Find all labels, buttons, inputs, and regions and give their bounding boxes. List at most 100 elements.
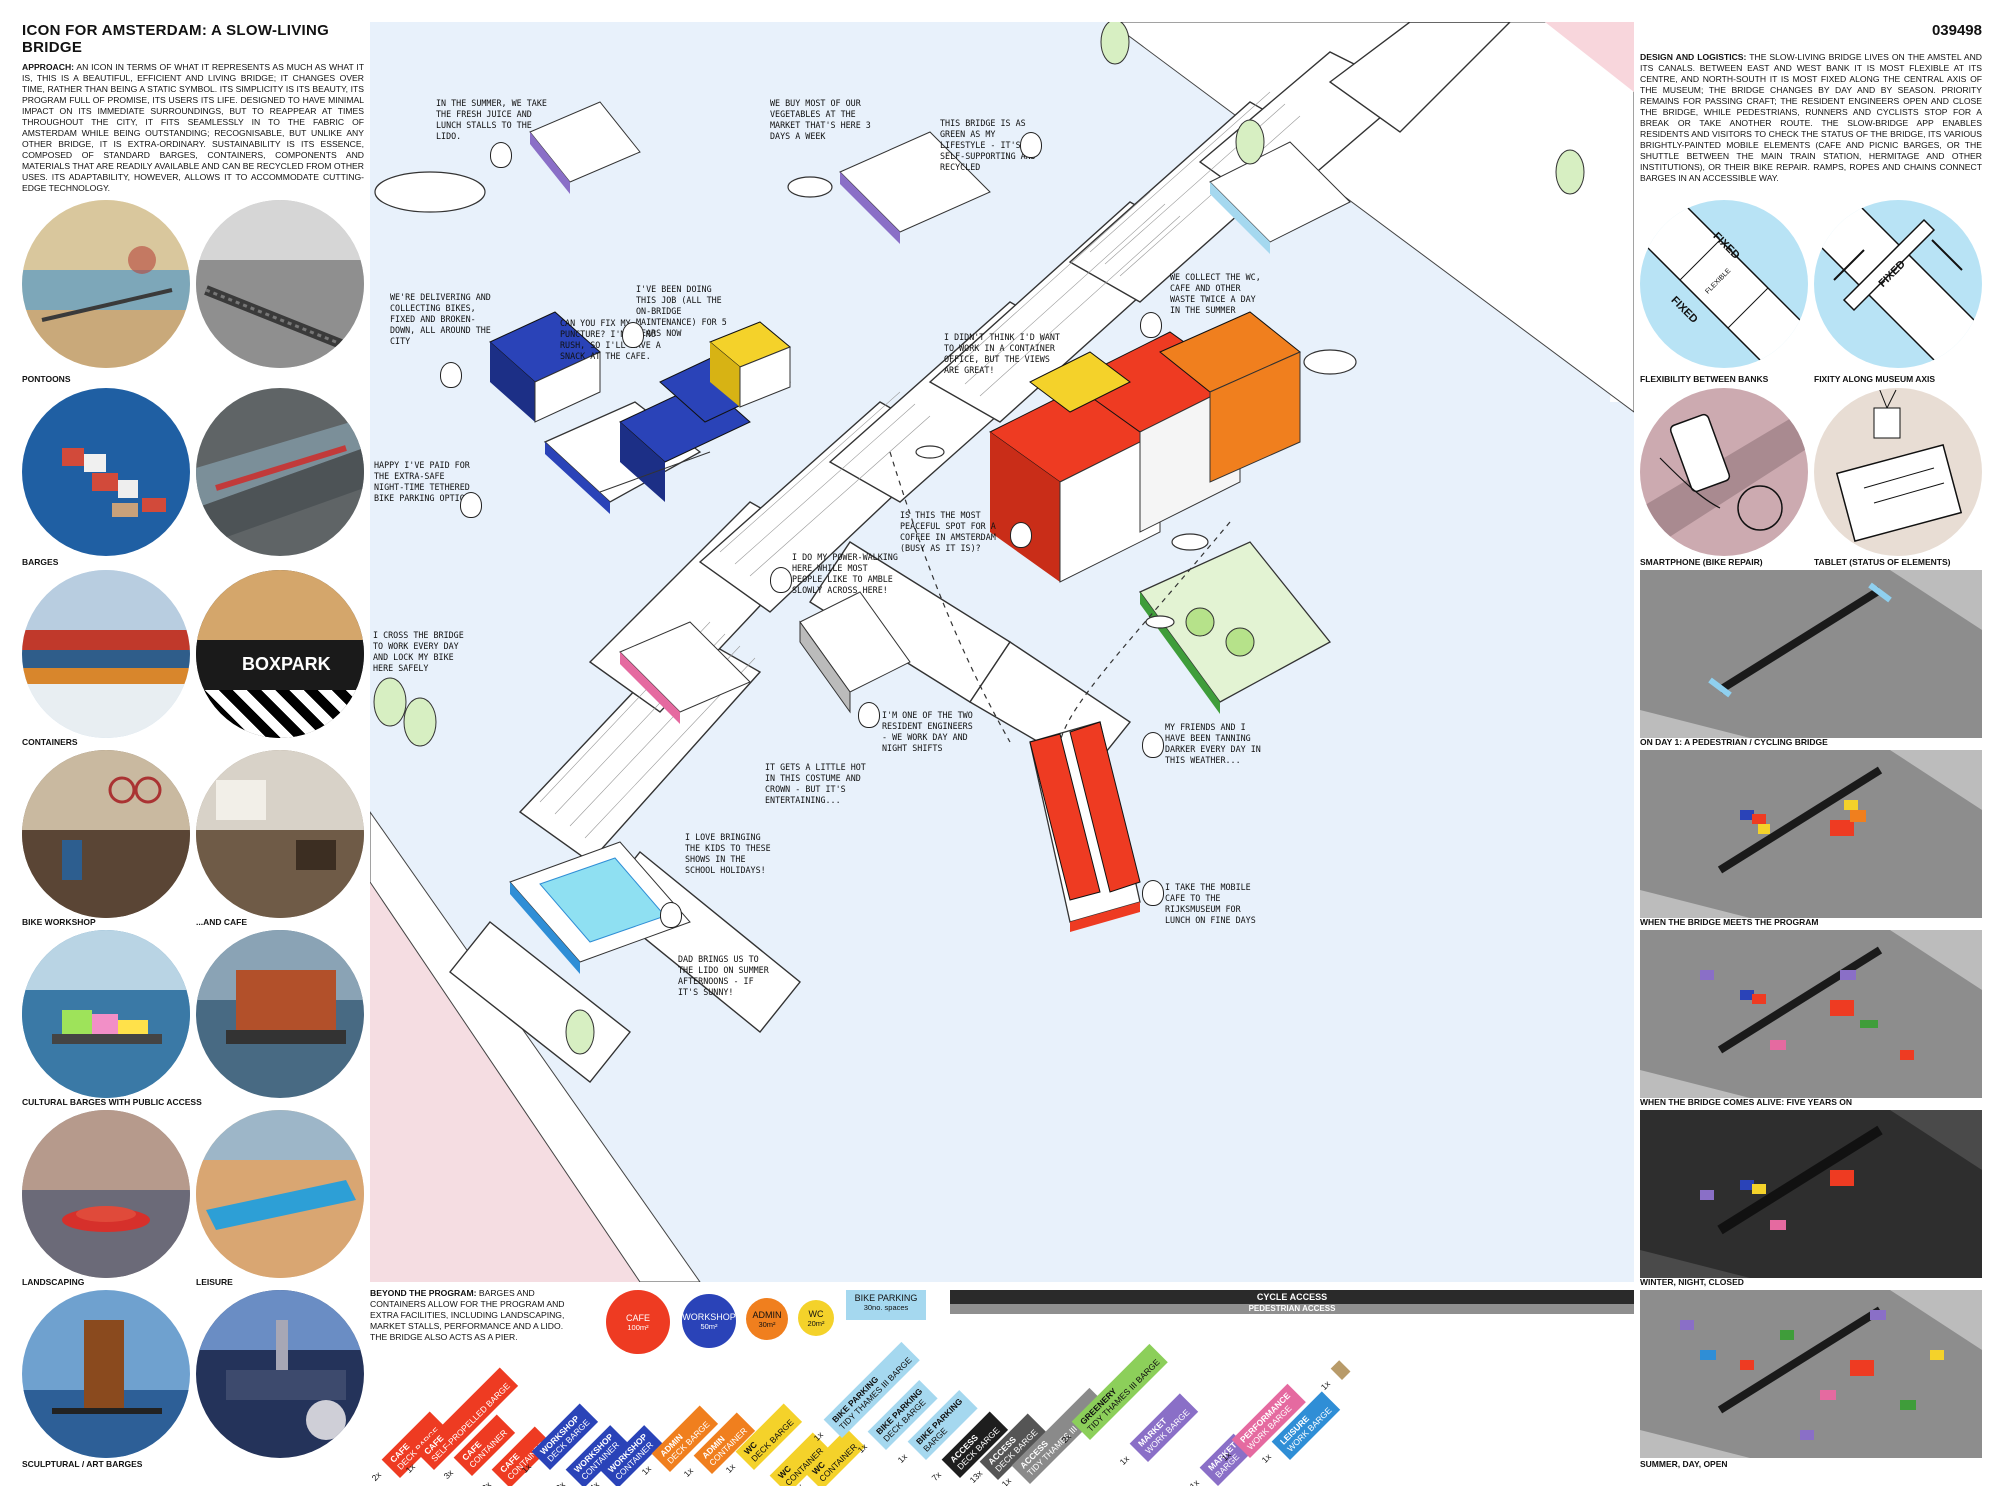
person-face (660, 902, 682, 928)
boxpark-sign: BOXPARK (242, 654, 331, 674)
mobile-cafe-barge (1029, 721, 1141, 932)
speech-bubble: IT GETS A LITTLE HOT IN THIS COSTUME AND… (765, 762, 866, 805)
label-sculptural-barges: SCULPTURAL / ART BARGES (22, 1459, 143, 1469)
speech-bubble: WE BUY MOST OF OUR VEGETABLES AT THE MAR… (770, 98, 871, 141)
performance-barge (619, 621, 751, 724)
art-barge-photo (196, 1290, 364, 1458)
beyond-heading: BEYOND THE PROGRAM: (370, 1288, 477, 1298)
pedestrian-access-bar: PEDESTRIAN ACCESS (950, 1304, 1634, 1314)
beyond-program-text: BEYOND THE PROGRAM: BARGES AND CONTAINER… (370, 1288, 580, 1343)
west-quay (370, 811, 701, 1282)
sculptural-barge-photo (22, 1290, 190, 1458)
workshop-name: WORKSHOP (682, 1311, 736, 1322)
workshop-area-circle: WORKSHOP 50m² (682, 1294, 736, 1348)
board-title: ICON FOR AMSTERDAM: A SLOW-LIVING BRIDGE (22, 22, 330, 56)
tether-line (599, 451, 711, 493)
cultural-barge-photo-2 (196, 930, 364, 1098)
person-face (440, 362, 462, 388)
label-bike-workshop: BIKE WORKSHOP (22, 917, 96, 927)
tag-count: 1x (681, 1465, 696, 1479)
tag-count: 1x (999, 1475, 1014, 1486)
person-face (1140, 312, 1162, 338)
label-leisure: LEISURE (196, 1277, 233, 1287)
leisure-photo (196, 1110, 364, 1278)
tag-count: 1x (895, 1451, 910, 1465)
speech-bubble: CAN YOU FIX MY PUNCTURE? I'M IN NO RUSH,… (560, 318, 661, 361)
cafe-photo (196, 750, 364, 918)
landscaping-photo (22, 1110, 190, 1278)
bridge-drawing-svg (370, 22, 1634, 1282)
label-stage-4: WINTER, NIGHT, CLOSED (1640, 1277, 1744, 1287)
label-stage-5: SUMMER, DAY, OPEN (1640, 1459, 1728, 1469)
speech-bubble: MY FRIENDS AND I HAVE BEEN TANNING DARKE… (1165, 722, 1261, 765)
speech-bubble: IS THIS THE MOST PEACEFUL SPOT FOR A COF… (900, 510, 996, 553)
barges-image (22, 388, 190, 556)
speech-bubble: I TAKE THE MOBILE CAFE TO THE RIJKSMUSEU… (1165, 882, 1256, 925)
admin-area-circle: ADMIN 30m² (746, 1298, 788, 1340)
label-cultural-barges: CULTURAL BARGES WITH PUBLIC ACCESS (22, 1097, 202, 1107)
bridge-axonometric-drawing: IN THE SUMMER, WE TAKE THE FRESH JUICE A… (370, 22, 1634, 1282)
tablet-diagram (1814, 388, 1982, 556)
wc-containers (709, 321, 791, 408)
bike-parking-spaces: 30no. spaces (863, 1303, 909, 1312)
smartphone-diagram (1640, 388, 1808, 556)
speech-bubble: IN THE SUMMER, WE TAKE THE FRESH JUICE A… (436, 98, 547, 141)
tag-count: 2x (554, 1480, 567, 1486)
tag-count: 2x (369, 1469, 384, 1483)
speech-bubble: THIS BRIDGE IS AS GREEN AS MY LIFESTYLE … (940, 118, 1036, 172)
speech-bubble: I LOVE BRINGING THE KIDS TO THESE SHOWS … (685, 832, 771, 875)
tag-count: 2x (480, 1480, 493, 1486)
label-smartphone: SMARTPHONE (BIKE REPAIR) (1640, 557, 1763, 567)
label-landscaping: LANDSCAPING (22, 1277, 85, 1287)
person-face (460, 492, 482, 518)
speech-bubble: HAPPY I'VE PAID FOR THE EXTRA-SAFE NIGHT… (374, 460, 475, 503)
trees (373, 22, 1585, 1055)
deck-hatching (539, 91, 1301, 839)
label-containers: CONTAINERS (22, 737, 78, 747)
tag-count: 3x (441, 1467, 456, 1481)
admin-area: 30m² (758, 1319, 776, 1329)
label-barges: BARGES (22, 557, 59, 567)
tag-count: 1x (1117, 1453, 1132, 1467)
person-face (490, 142, 512, 168)
speech-bubble: DAD BRINGS US TO THE LIDO ON SUMMER AFTE… (678, 954, 769, 997)
barges-photo (196, 388, 364, 556)
cycle-access-bar: CYCLE ACCESS (950, 1290, 1634, 1304)
bike-parking-name: BIKE PARKING (854, 1293, 918, 1303)
fixity-diagram: FIXED (1814, 200, 1982, 368)
speech-bubble: I CROSS THE BRIDGE TO WORK EVERY DAY AND… (373, 630, 464, 673)
wc-name: WC (808, 1308, 824, 1319)
approach-heading: APPROACH: (22, 62, 75, 72)
tag-count: 1x (1318, 1378, 1333, 1393)
speech-bubble: I'VE BEEN DOING THIS JOB (ALL THE ON-BRI… (636, 284, 727, 338)
bike-parking-barge (1209, 141, 1351, 254)
speech-bubble: I DO MY POWER-WALKING HERE WHILE MOST PE… (792, 552, 898, 595)
person-face (1142, 880, 1164, 906)
stage-winter-panel (1640, 1110, 1982, 1278)
stage-program-panel (1640, 750, 1982, 918)
person-face (1142, 732, 1164, 758)
greenery-barge (1139, 541, 1331, 714)
flexibility-diagram: FIXED FLEXIBLE FIXED (1640, 200, 1808, 368)
person-face (622, 322, 644, 348)
design-heading: DESIGN AND LOGISTICS: (1640, 52, 1747, 62)
tag-count: 1x (723, 1461, 738, 1475)
cafe-area-circle: CAFE 100m² (606, 1290, 670, 1354)
beyond-body: BARGES AND CONTAINERS ALLOW FOR THE PROG… (370, 1288, 565, 1342)
left-column: ICON FOR AMSTERDAM: A SLOW-LIVING BRIDGE… (22, 22, 364, 194)
east-bank-corner (1545, 22, 1634, 92)
cafe-name: CAFE (625, 1312, 650, 1323)
bike-workshop-photo (22, 750, 190, 918)
label-pontoons: PONTOONS (22, 374, 71, 384)
board-code: 039498 (1931, 22, 1982, 39)
person-face (858, 702, 880, 728)
market-barge (529, 101, 991, 244)
pontoons-image (22, 200, 190, 368)
small-boats (374, 171, 1357, 629)
label-flexibility: FLEXIBILITY BETWEEN BANKS (1640, 374, 1769, 384)
label-tablet: TABLET (STATUS OF ELEMENTS) (1814, 557, 1951, 567)
program-legend: BEYOND THE PROGRAM: BARGES AND CONTAINER… (369, 1284, 1634, 1486)
tag-count: 1x (1187, 1477, 1202, 1486)
stage-five-years-panel (1640, 930, 1982, 1098)
